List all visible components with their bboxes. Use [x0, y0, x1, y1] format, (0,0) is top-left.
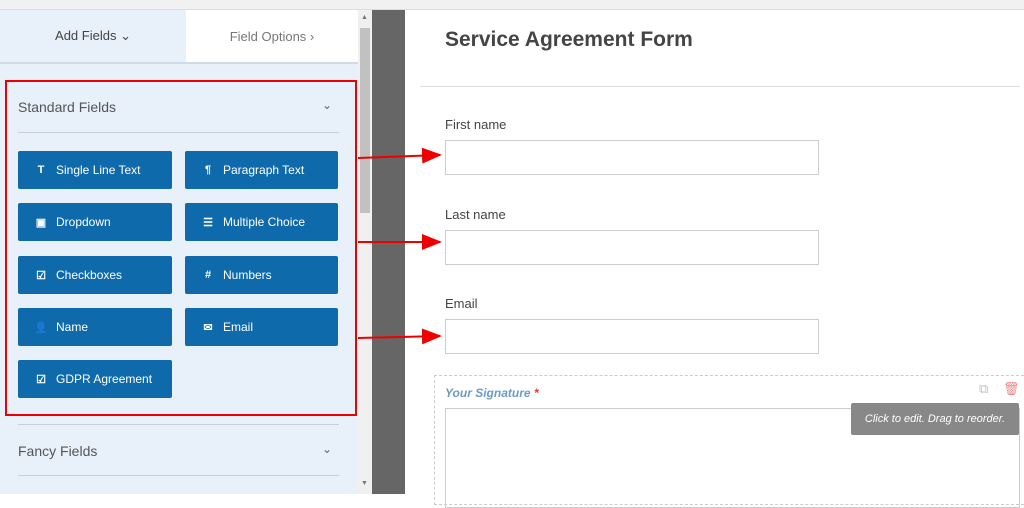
button-label: Email	[223, 320, 254, 334]
button-label: Paragraph Text	[223, 163, 305, 177]
signature-label: Your Signature *	[445, 386, 539, 400]
scroll-up-icon[interactable]: ▲	[361, 14, 368, 21]
scroll-thumb[interactable]	[360, 28, 370, 213]
multiple-choice-icon: ☰	[203, 216, 213, 229]
arrow	[357, 147, 442, 164]
button-label: Multiple Choice	[223, 215, 306, 229]
checkboxes-icon: ☑	[36, 269, 46, 282]
email-icon: ✉	[203, 321, 213, 334]
required-marker: *	[533, 386, 539, 400]
button-label: Checkboxes	[56, 268, 123, 282]
tab-field-options[interactable]: Field Options ›	[186, 10, 358, 62]
button-label: Dropdown	[56, 215, 111, 229]
trash-icon[interactable]: 🗑	[1003, 381, 1020, 396]
divider	[420, 86, 1020, 87]
divider	[18, 424, 339, 425]
chevron-down-icon[interactable]: ⌄	[321, 98, 332, 112]
divider	[18, 132, 339, 133]
builder-sidebar: Add Fields ⌄ Field Options › Standard Fi…	[0, 10, 358, 494]
email-button[interactable]: ✉ Email	[185, 308, 338, 346]
standard-fields-heading[interactable]: Standard Fields	[18, 99, 117, 115]
divider	[18, 475, 339, 476]
email-label: Email	[445, 296, 478, 311]
chevron-down-icon[interactable]: ⌄	[321, 442, 332, 456]
button-label: Name	[56, 320, 89, 334]
button-label: GDPR Agreement	[56, 372, 153, 386]
numbers-icon: #	[204, 269, 212, 281]
paragraph-text-icon: ¶	[204, 164, 212, 176]
scrollbar[interactable]: ▲ ▼	[358, 10, 372, 494]
first-name-input[interactable]	[445, 140, 819, 175]
dropdown-button[interactable]: ▣ Dropdown	[18, 203, 172, 241]
fancy-fields-heading[interactable]: Fancy Fields	[18, 443, 98, 459]
name-icon: 👤	[34, 321, 48, 334]
name-button[interactable]: 👤 Name	[18, 308, 172, 346]
arrow	[357, 328, 442, 345]
scroll-down-icon[interactable]: ▼	[361, 480, 368, 487]
gdpr-agreement-button[interactable]: ☑ GDPR Agreement	[18, 360, 172, 398]
highlight-box	[5, 80, 357, 416]
single-line-text-icon: T	[37, 164, 45, 176]
email-input[interactable]	[445, 319, 819, 354]
gdpr-agreement-icon: ☑	[36, 373, 46, 386]
annotation-arrows	[357, 147, 442, 345]
paragraph-text-button[interactable]: ¶ Paragraph Text	[185, 151, 338, 189]
last-name-input[interactable]	[445, 230, 819, 265]
numbers-button[interactable]: # Numbers	[185, 256, 338, 294]
first-name-label: First name	[445, 117, 507, 132]
button-label: Numbers	[223, 268, 272, 282]
tab-add-fields[interactable]: Add Fields ⌄	[0, 10, 186, 62]
dropdown-icon: ▣	[35, 216, 47, 229]
form-title: Service Agreement Form	[445, 28, 693, 51]
button-label: Single Line Text	[56, 163, 141, 177]
single-line-text-button[interactable]: T Single Line Text	[18, 151, 172, 189]
divider	[0, 62, 358, 64]
top-bar	[0, 0, 1024, 10]
last-name-label: Last name	[445, 207, 506, 222]
panel-gutter	[372, 10, 405, 494]
tooltip: Click to edit. Drag to reorder.	[851, 403, 1019, 435]
duplicate-icon[interactable]: ⧉	[979, 381, 989, 396]
multiple-choice-button[interactable]: ☰ Multiple Choice	[185, 203, 338, 241]
checkboxes-button[interactable]: ☑ Checkboxes	[18, 256, 172, 294]
